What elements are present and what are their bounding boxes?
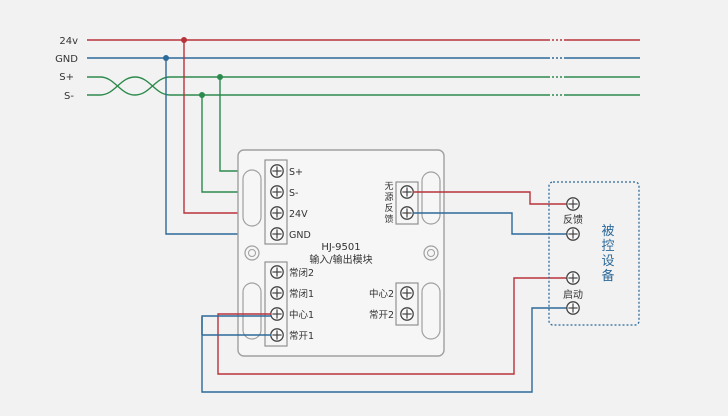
bus-lines: 24v GND S+ S- xyxy=(55,36,640,102)
module: S+ S- 24V GND 常闭2 常闭1 中心1 常开1 无 源 反 馈 中心… xyxy=(237,149,445,357)
terminal-label-feedback-3: 反 xyxy=(384,203,393,214)
terminal-label-no2: 常开2 xyxy=(369,309,394,321)
screw-icon xyxy=(270,227,284,241)
wire-feedback-red xyxy=(413,191,567,205)
screw-icon xyxy=(270,307,284,321)
output-wires xyxy=(201,191,567,393)
device-label-feedback: 反馈 xyxy=(563,213,583,226)
terminal-strip-lower-left xyxy=(264,261,288,347)
bus-label-gnd: GND xyxy=(55,54,78,65)
wire-com1-red xyxy=(217,277,567,375)
device-title-char-1: 被 xyxy=(601,224,614,239)
terminal-label-s-plus: S+ xyxy=(289,167,303,178)
bus-s-plus-line xyxy=(87,76,548,96)
screw-icon xyxy=(270,265,284,279)
terminal-label-feedback-2: 源 xyxy=(384,192,393,203)
terminal-label-com2: 中心2 xyxy=(369,288,394,300)
controlled-device-box xyxy=(548,181,640,326)
controlled-device: 反馈 启动 被 控 设 备 xyxy=(548,181,640,326)
terminal-label-nc2: 常闭2 xyxy=(289,267,314,279)
screw-icon xyxy=(270,185,284,199)
module-model: HJ-9501 xyxy=(321,242,360,253)
device-title-char-3: 设 xyxy=(601,254,614,269)
screw-icon xyxy=(400,185,414,199)
screw-icon xyxy=(270,164,284,178)
device-title-char-2: 控 xyxy=(601,239,614,254)
screw-icon xyxy=(566,227,580,241)
terminal-label-24v: 24V xyxy=(289,209,308,220)
terminal-label-s-minus: S- xyxy=(289,188,298,199)
module-name: 输入/输出模块 xyxy=(309,253,372,266)
screw-icon xyxy=(400,206,414,220)
screw-icon xyxy=(400,286,414,300)
device-title-char-4: 备 xyxy=(601,268,614,284)
terminal-label-com1: 中心1 xyxy=(289,309,314,321)
screw-icon xyxy=(270,328,284,342)
wire-feedback-blue xyxy=(413,212,567,235)
module-body xyxy=(237,149,445,357)
screw-icon xyxy=(566,197,580,211)
screw-icon xyxy=(566,301,580,315)
screw-icon xyxy=(566,271,580,285)
terminal-strip-upper-left xyxy=(264,159,288,245)
screw-icon xyxy=(270,206,284,220)
terminal-label-nc1: 常闭1 xyxy=(289,288,314,300)
terminal-label-feedback-4: 馈 xyxy=(384,213,393,225)
terminal-label-no1: 常开1 xyxy=(289,330,314,342)
bus-label-s-plus: S+ xyxy=(59,72,74,83)
device-label-start: 启动 xyxy=(563,288,583,301)
bus-label-s-minus: S- xyxy=(64,91,74,102)
screw-icon xyxy=(270,286,284,300)
terminal-label-feedback-1: 无 xyxy=(384,181,393,192)
terminal-label-gnd: GND xyxy=(289,230,311,241)
screw-icon xyxy=(400,307,414,321)
bus-s-minus-line xyxy=(87,76,548,96)
bus-label-24v: 24v xyxy=(59,36,78,47)
